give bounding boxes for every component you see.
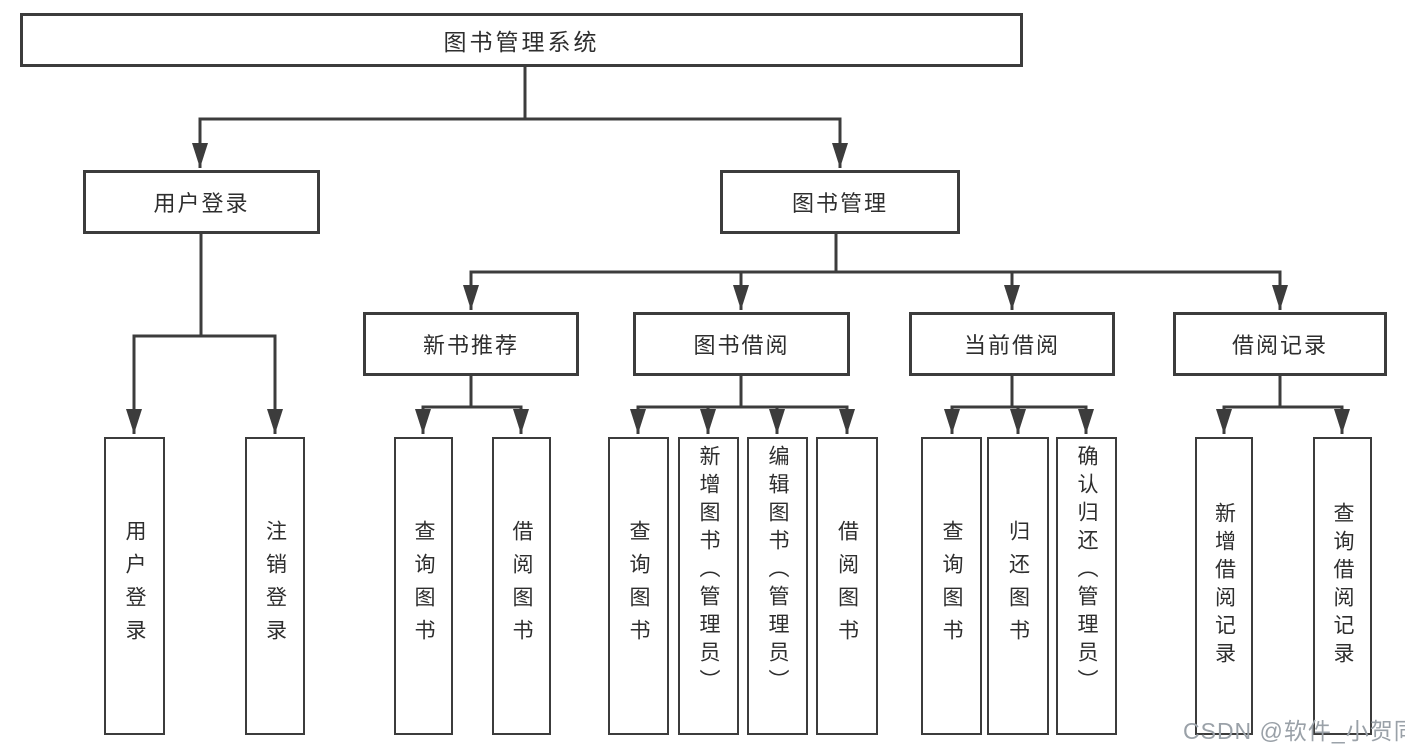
leaf-label: 借阅图书 [510, 520, 533, 652]
leaf-label: 用户登录 [123, 520, 146, 652]
leaf-label: 查询图书 [627, 520, 650, 652]
leaf-query-books-recommend: 查询图书 [394, 437, 453, 735]
leaf-add-book-admin: 新增图书（管理员） [678, 437, 739, 735]
leaf-label: 查询图书 [412, 520, 435, 652]
leaf-user-login: 用户登录 [104, 437, 165, 735]
leaf-label: 查询图书 [940, 520, 963, 652]
node-label: 图书管理系统 [443, 29, 600, 55]
leaf-label: 注销登录 [263, 520, 287, 652]
leaf-label: 查询借阅记录 [1331, 502, 1354, 670]
leaf-add-borrow-record: 新增借阅记录 [1195, 437, 1253, 735]
leaf-return-books: 归还图书 [987, 437, 1049, 735]
csdn-watermark: CSDN @软件_小贺同学 [1183, 718, 1405, 744]
leaf-query-borrow-record: 查询借阅记录 [1313, 437, 1372, 735]
node-label: 图书管理 [791, 191, 888, 216]
leaf-edit-book-admin: 编辑图书（管理员） [747, 437, 808, 735]
node-borrowing-records: 借阅记录 [1173, 312, 1387, 376]
leaf-label: 编辑图书（管理员） [766, 445, 789, 697]
leaf-query-books-borrowing: 查询图书 [608, 437, 669, 735]
node-label: 图书借阅 [693, 333, 790, 358]
leaf-label: 确认归还（管理员） [1075, 445, 1098, 697]
node-book-management: 图书管理 [720, 170, 960, 234]
leaf-label: 归还图书 [1006, 520, 1030, 652]
leaf-logout-login: 注销登录 [245, 437, 305, 735]
node-new-book-recommendation: 新书推荐 [363, 312, 579, 376]
node-label: 用户登录 [153, 191, 250, 216]
leaf-query-books-current: 查询图书 [921, 437, 982, 735]
leaf-label: 借阅图书 [835, 520, 859, 652]
leaf-borrow-books-recommend: 借阅图书 [492, 437, 551, 735]
leaf-label: 新增图书（管理员） [697, 445, 720, 697]
node-library-management-system: 图书管理系统 [20, 13, 1023, 67]
node-current-borrowing: 当前借阅 [909, 312, 1115, 376]
leaf-borrow-books-borrowing: 借阅图书 [816, 437, 878, 735]
node-user-login: 用户登录 [83, 170, 320, 234]
leaf-confirm-return-admin: 确认归还（管理员） [1056, 437, 1117, 735]
leaf-label: 新增借阅记录 [1212, 502, 1236, 670]
node-label: 借阅记录 [1231, 333, 1328, 358]
node-label: 当前借阅 [963, 333, 1060, 358]
node-label: 新书推荐 [422, 333, 519, 358]
node-book-borrowing: 图书借阅 [633, 312, 850, 376]
